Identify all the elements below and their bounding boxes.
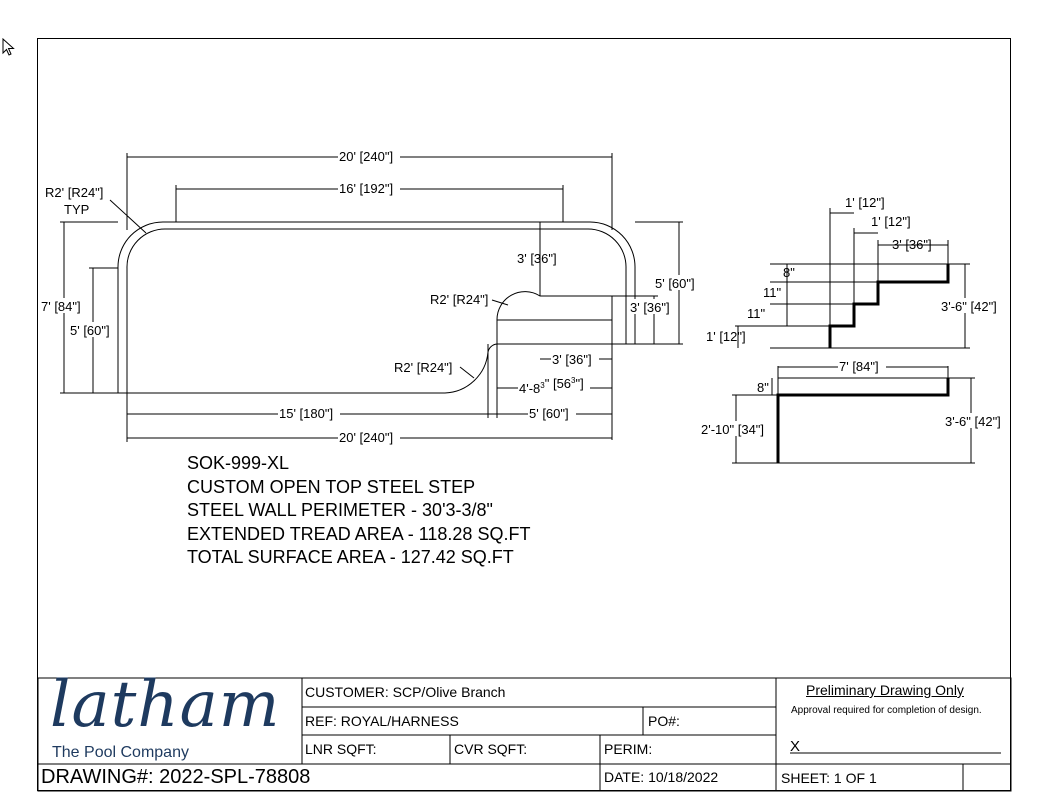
dim-notch-radius-lower: R2' [R24"] [394, 360, 452, 375]
note-model: SOK-999-XL [187, 453, 290, 473]
sheet-number: 1 [833, 770, 842, 786]
customer-value: SCP/Olive Branch [392, 684, 506, 700]
dim-side-tread2: 1' [12"] [871, 214, 911, 229]
dim-open-top-height: 2'-10" [34"] [701, 422, 764, 437]
ref-field: REF: ROYAL/HARNESS [305, 713, 459, 729]
sheet-label: SHEET: [781, 770, 831, 786]
dim-side-rise4: 1' [12"] [706, 329, 746, 344]
sheet-of-label: OF [845, 770, 866, 786]
drawing-number-value: 2022-SPL-78808 [159, 766, 311, 788]
note-surface-area: TOTAL SURFACE AREA - 127.42 SQ.FT [187, 547, 514, 567]
ref-value: ROYAL/HARNESS [340, 713, 459, 729]
dim-side-total-height: 3'-6" [42"] [941, 299, 997, 314]
dim-step-notch-top: 3' [36"] [517, 251, 557, 266]
dim-notch-radius-upper: R2' [R24"] [430, 292, 488, 307]
dim-side-tread3: 3' [36"] [892, 237, 932, 252]
logo-tagline: The Pool Company [52, 744, 189, 761]
drawing-number-label: DRAWING#: [41, 766, 154, 788]
dim-bottom-left: 15' [180"] [279, 406, 333, 421]
dim-top-width: 20' [240"] [339, 149, 393, 164]
lnr-sqft-label: LNR SQFT: [305, 741, 377, 757]
drawing-number-field: DRAWING#: 2022-SPL-78808 [41, 766, 310, 789]
dim-corner-radius: R2' [R24"] [45, 185, 103, 200]
dim-side-rise3: 11" [747, 306, 765, 321]
dim-bottom-total: 20' [240"] [339, 430, 393, 445]
dim-side-tread1: 1' [12"] [845, 195, 885, 210]
mouse-pointer-icon [2, 38, 15, 56]
dim-side-rise2: 11" [763, 285, 781, 300]
note-perimeter: STEEL WALL PERIMETER - 30'3-3/8" [187, 500, 493, 520]
date-label: DATE: [604, 769, 645, 785]
dim-side-rise1: 8" [783, 265, 795, 280]
dim-notch-width: 3' [36"] [552, 352, 592, 367]
dim-open-top-rise: 8" [757, 380, 769, 395]
dim-inner-width: 16' [192"] [339, 181, 393, 196]
dim-left-inner-height: 5' [60"] [70, 323, 110, 338]
note-description: CUSTOM OPEN TOP STEEL STEP [187, 476, 476, 497]
dim-open-top-width: 7' [84"] [839, 359, 879, 374]
perim-label: PERIM: [604, 741, 653, 757]
customer-field: CUSTOMER: SCP/Olive Branch [305, 684, 505, 700]
ref-label: REF: [305, 713, 337, 729]
dim-open-top-total: 3'-6" [42"] [945, 414, 1001, 429]
sheet-field: SHEET: 1 OF 1 [781, 770, 877, 786]
dim-right-height-inner: 3' [36"] [630, 300, 670, 315]
approval-notice: Approval required for completion of desi… [791, 705, 982, 716]
latham-logo: latham [50, 668, 281, 742]
dim-notch-offset: 4'-83" [563"] [519, 376, 584, 396]
date-field: DATE: 10/18/2022 [604, 769, 718, 785]
po-label: PO#: [648, 713, 680, 729]
dim-left-height: 7' [84"] [41, 299, 81, 314]
dim-right-height-outer: 5' [60"] [655, 276, 695, 291]
note-tread-area: EXTENDED TREAD AREA - 118.28 SQ.FT [187, 523, 531, 544]
drawing-notes: SOK-999-XL CUSTOM OPEN TOP STEEL STEP ST… [187, 452, 530, 570]
customer-label: CUSTOMER: [305, 684, 389, 700]
cvr-sqft-label: CVR SQFT: [454, 741, 528, 757]
sheet-total: 1 [868, 770, 877, 786]
dim-corner-typ: TYP [64, 202, 89, 217]
signature-x: X [790, 738, 801, 755]
date-value: 10/18/2022 [648, 769, 719, 785]
dim-bottom-right: 5' [60"] [529, 406, 569, 421]
preliminary-notice: Preliminary Drawing Only [806, 682, 964, 698]
